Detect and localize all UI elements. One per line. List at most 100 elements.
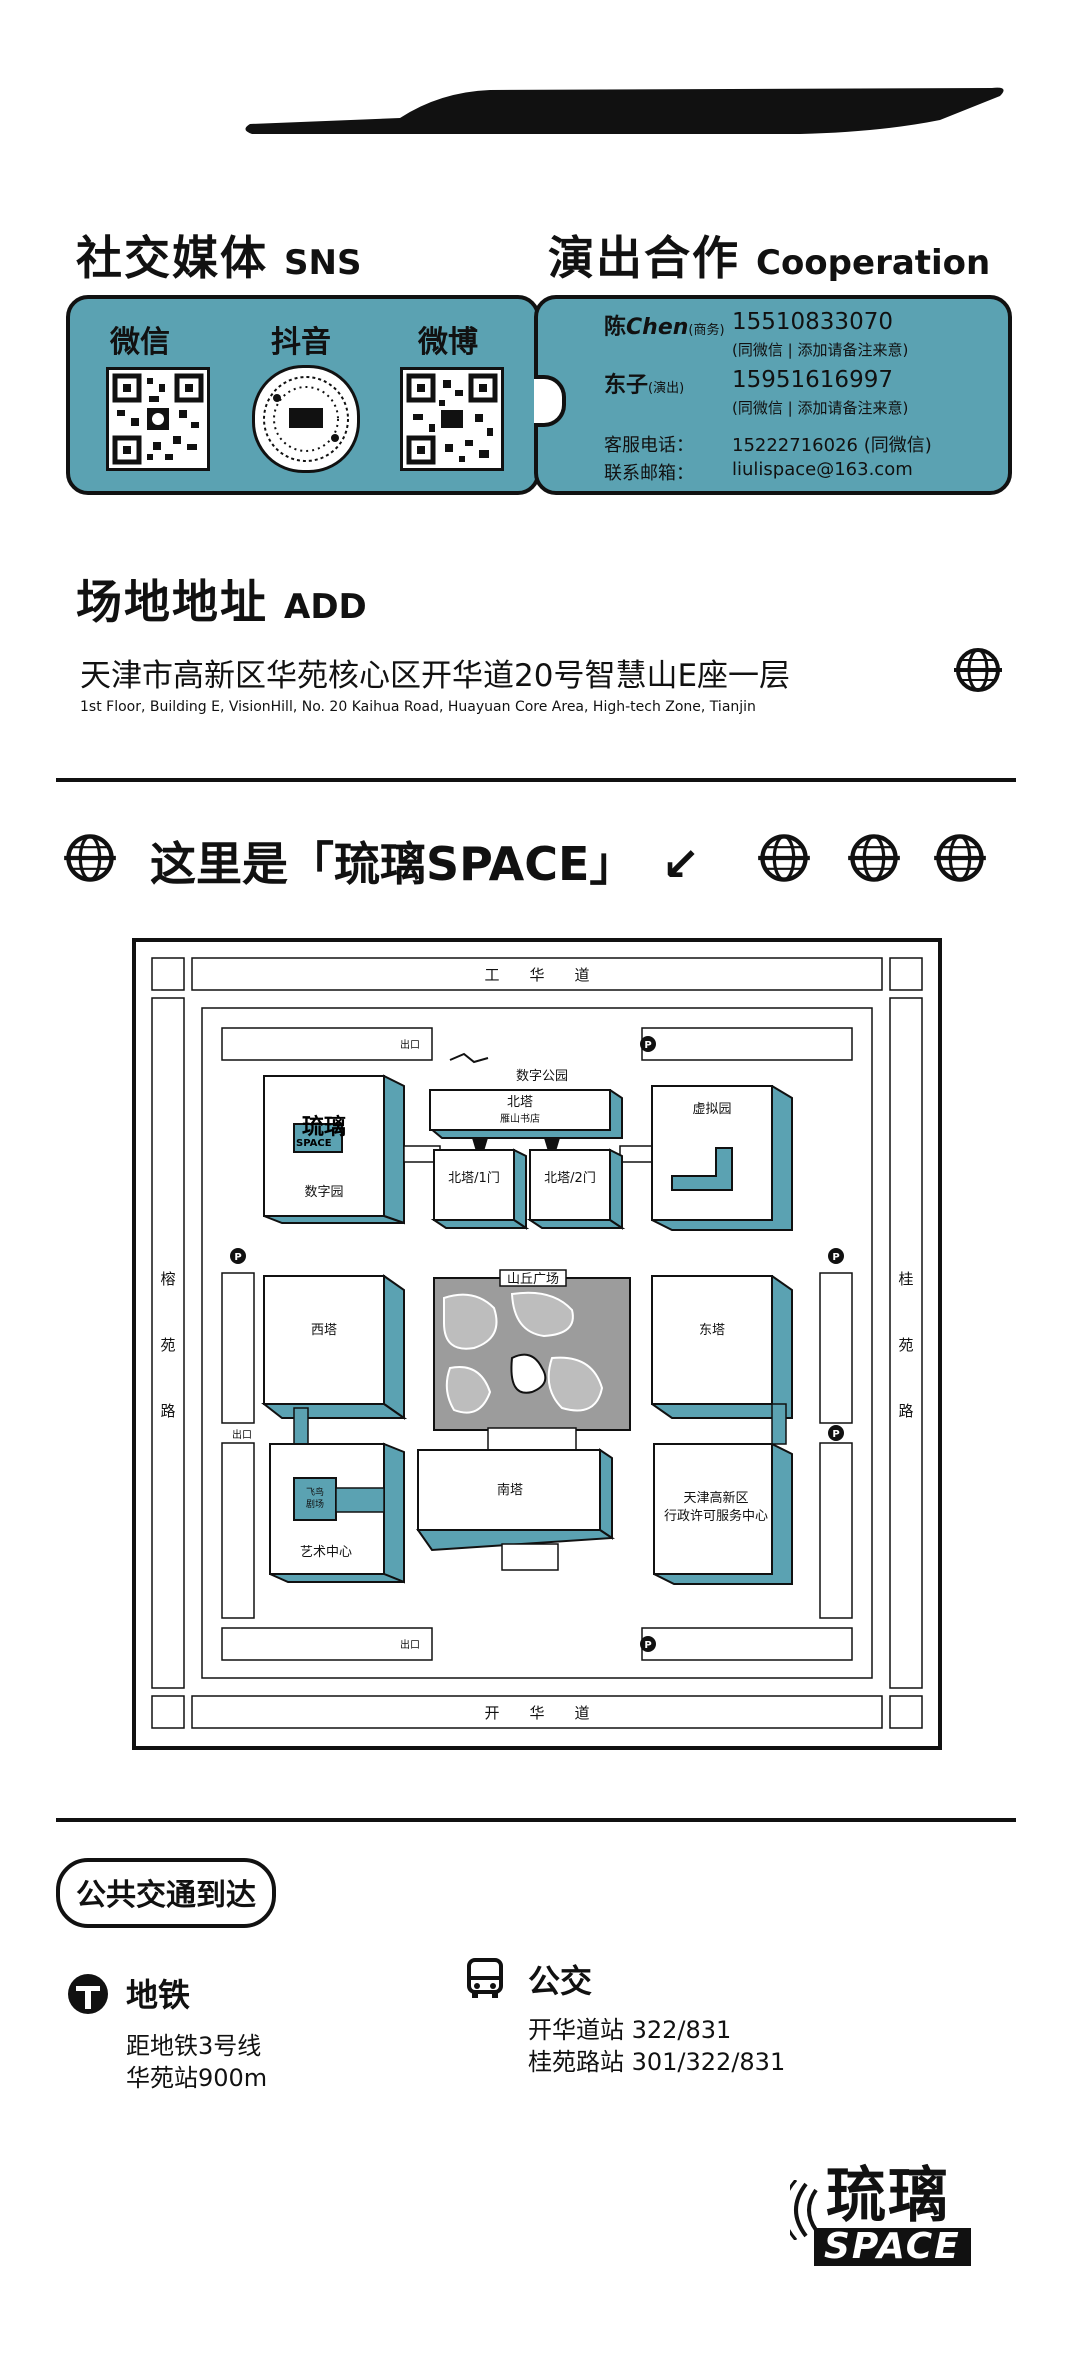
contact-2-note: (同微信 | 添加请备注来意) <box>732 399 909 417</box>
email-label: 联系邮箱： <box>604 463 694 484</box>
label-service-center-2: 行政许可服务中心 <box>664 1508 768 1524</box>
contact-1-name: 陈 <box>604 315 627 340</box>
road-label-right: 桂 <box>898 1270 913 1288</box>
metro-icon <box>66 1972 110 2020</box>
globe-icon <box>932 830 988 886</box>
svg-text:P: P <box>234 1252 241 1263</box>
road-label-left: 苑 <box>160 1336 175 1354</box>
brand-logo-en: SPACE <box>814 2228 971 2266</box>
globe-icon <box>62 830 118 886</box>
divider-2 <box>56 1818 1016 1822</box>
ticket-notch <box>534 375 566 427</box>
svg-text:P: P <box>644 1040 651 1051</box>
transport-title: 公共交通到达 <box>56 1858 276 1928</box>
wechat-label: 微信 <box>110 325 170 360</box>
contact-2-name: 东子 <box>604 373 649 398</box>
sns-card: 微信 抖音 微博 <box>66 295 540 495</box>
bus-line-1: 开华道站 322/831 <box>528 2016 732 2044</box>
coop-title: 演出合作 Cooperation <box>548 222 990 288</box>
building-east-tower: 东塔 <box>651 1275 793 1419</box>
label-virtual-park: 虚拟园 <box>692 1102 731 1117</box>
coop-title-cn: 演出合作 <box>548 231 740 285</box>
weibo-qr-icon[interactable] <box>400 367 504 471</box>
building-hill-square: 山丘广场 <box>433 1269 631 1431</box>
exit-label: 出口 <box>232 1428 252 1441</box>
arrow-down-left-icon: ↙ <box>661 837 700 891</box>
bus-line-2: 桂苑路站 301/322/831 <box>528 2048 786 2076</box>
label-theater-1: 飞鸟 <box>306 1486 324 1498</box>
contact-2-role: (演出) <box>648 381 685 396</box>
weibo-label: 微博 <box>418 325 478 360</box>
address-title-en: ADD <box>284 587 367 627</box>
douyin-qr-icon[interactable] <box>252 365 360 473</box>
divider-1 <box>56 778 1016 782</box>
road-label-left: 路 <box>160 1402 175 1420</box>
contact-1: 陈Chen(商务) 15510833070 (同微信 | 添加请备注来意) <box>604 309 1004 359</box>
coop-title-en: Cooperation <box>756 243 991 283</box>
road-label-right: 苑 <box>898 1336 913 1354</box>
label-north-gate-1: 北塔/1门 <box>448 1171 500 1186</box>
road-label-right: 路 <box>898 1402 913 1420</box>
road-label-top: 工 华 道 <box>484 966 589 984</box>
building-digital-garden: 琉璃 SPACE 数字园 <box>263 1074 405 1225</box>
building-service-center: 天津高新区 行政许可服务中心 <box>653 1403 793 1585</box>
label-bookstore: 雁山书店 <box>500 1112 540 1125</box>
brand-logo-cn: 琉璃 <box>826 2161 950 2231</box>
contact-2-phone[interactable]: 15951616997 <box>732 367 893 393</box>
douyin-label: 抖音 <box>271 325 331 360</box>
metro-line-1: 距地铁3号线 <box>126 2032 262 2060</box>
email-value[interactable]: liulispace@163.com <box>732 459 913 480</box>
svg-text:P: P <box>644 1640 651 1651</box>
venue-map: P P P P P 工 华 道 开 华 道 榕 苑 路 桂 苑 路 出口 出口 … <box>132 938 942 1750</box>
label-west-tower: 西塔 <box>311 1323 337 1338</box>
parking-icon: P <box>640 1636 656 1652</box>
parking-icon: P <box>828 1425 844 1441</box>
building-art-center: 飞鸟 剧场 艺术中心 <box>269 1407 405 1584</box>
svg-text:P: P <box>832 1429 839 1440</box>
label-north-tower: 北塔 <box>507 1095 533 1110</box>
wechat-qr-icon[interactable] <box>106 367 210 471</box>
service-phone-label: 客服电话： <box>604 435 694 456</box>
contact-1-phone[interactable]: 15510833070 <box>732 309 893 335</box>
coop-card: 陈Chen(商务) 15510833070 (同微信 | 添加请备注来意) 东子… <box>534 295 1012 495</box>
road-label-left: 榕 <box>160 1270 175 1288</box>
parking-icon: P <box>640 1036 656 1052</box>
contact-1-name-en: Chen <box>626 315 689 340</box>
parking-icon: P <box>828 1248 844 1264</box>
bus-icon <box>464 1956 506 2004</box>
sns-title-en: SNS <box>284 243 362 283</box>
metro-label: 地铁 <box>126 1976 191 2014</box>
label-east-tower: 东塔 <box>699 1323 725 1338</box>
label-theater-2: 剧场 <box>306 1499 324 1510</box>
parking-icon: P <box>230 1248 246 1264</box>
brush-stroke-decoration <box>245 87 1004 134</box>
metro-line-2: 华苑站900m <box>126 2064 268 2092</box>
label-digital-garden: 数字园 <box>304 1185 343 1200</box>
address-title: 场地地址 ADD <box>76 566 367 632</box>
address-en: 1st Floor, Building E, VisionHill, No. 2… <box>80 699 756 715</box>
map-logo-cn: 琉璃 <box>302 1114 346 1140</box>
label-south-tower: 南塔 <box>497 1482 523 1498</box>
label-digital-park: 数字公园 <box>516 1069 568 1084</box>
brand-logo: 琉璃 SPACE <box>790 2166 1010 2270</box>
label-hill-square: 山丘广场 <box>507 1272 559 1287</box>
transport-title-text: 公共交通到达 <box>76 1878 256 1913</box>
bus-label: 公交 <box>528 1962 593 2000</box>
building-south-tower: 南塔 <box>416 1427 616 1571</box>
globe-icon <box>952 644 1004 696</box>
address-title-cn: 场地地址 <box>76 575 268 629</box>
exit-label: 出口 <box>400 1638 420 1651</box>
service-phone-value[interactable]: 15222716026 (同微信) <box>732 435 932 456</box>
road-label-bottom: 开 华 道 <box>484 1704 589 1722</box>
sound-wave-icon <box>790 2180 818 2240</box>
address-cn: 天津市高新区华苑核心区开华道20号智慧山E座一层 <box>80 658 791 694</box>
building-west-tower: 西塔 <box>261 1274 408 1420</box>
globe-icon <box>756 830 812 886</box>
svg-text:P: P <box>832 1252 839 1263</box>
here-title-text: 这里是「琉璃SPACE」 <box>150 837 636 891</box>
label-service-center-1: 天津高新区 <box>683 1490 748 1506</box>
building-virtual-park: 虚拟园 <box>651 1085 793 1231</box>
label-north-gate-2: 北塔/2门 <box>544 1171 596 1186</box>
label-art-center: 艺术中心 <box>300 1545 352 1560</box>
